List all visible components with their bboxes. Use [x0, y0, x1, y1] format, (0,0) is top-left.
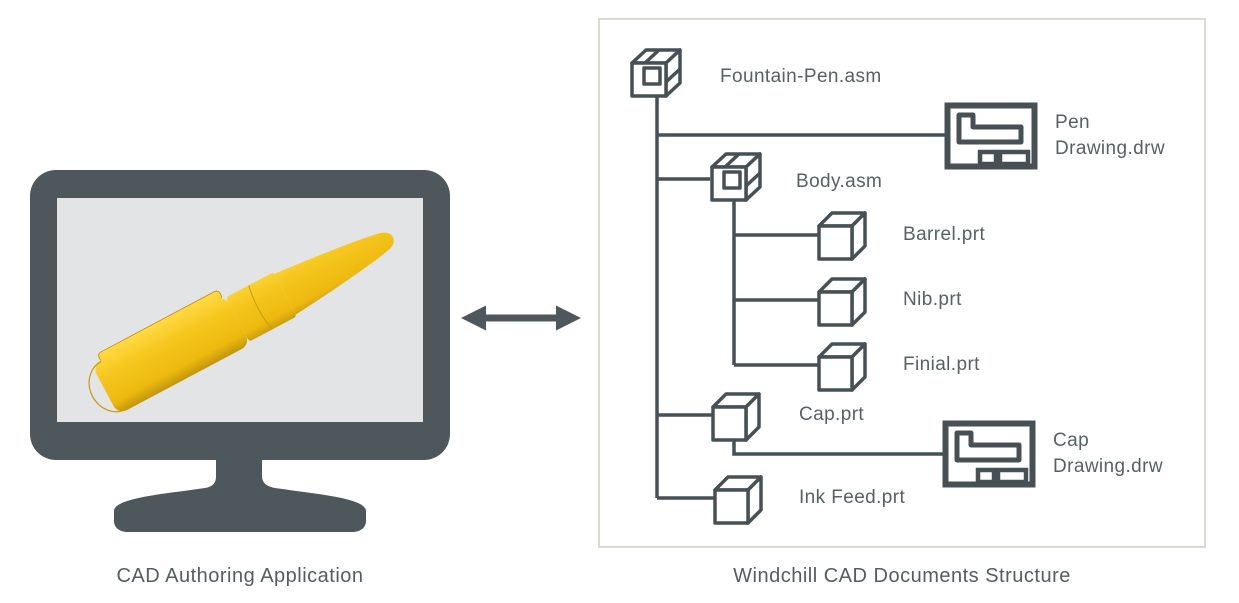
tree-label-ink-feed: Ink Feed.prt: [799, 487, 906, 508]
tree-label-cap-drawing-line1: Cap: [1053, 430, 1090, 451]
double-headed-arrow-icon: [461, 305, 581, 331]
tree-label-body: Body.asm: [796, 171, 883, 192]
pen-body-section: [226, 273, 296, 341]
tree-label-pen-drawing: Pen Drawing.drw: [1055, 110, 1165, 162]
tree-label-pen-drawing-line1: Pen: [1055, 112, 1091, 133]
monitor-icon: [30, 170, 450, 532]
part-cube-icon: [713, 475, 763, 525]
tree-label-pen-drawing-line2: Drawing.drw: [1055, 138, 1165, 159]
windchill-structure-panel: Fountain-Pen.asm Pen Drawing.drw Body.as…: [598, 18, 1206, 548]
tree-label-finial: Finial.prt: [903, 354, 980, 375]
tree-label-cap-drawing: Cap Drawing.drw: [1053, 428, 1163, 480]
caption-windchill-structure: Windchill CAD Documents Structure: [733, 565, 1071, 587]
tree-label-root: Fountain-Pen.asm: [720, 66, 882, 87]
part-cube-icon: [817, 277, 867, 327]
monitor-stand: [114, 458, 366, 532]
pen-cap: [95, 298, 248, 412]
tree-label-nib: Nib.prt: [903, 289, 962, 310]
assembly-cube-icon: [630, 48, 682, 98]
tree-label-cap: Cap.prt: [799, 404, 865, 425]
tree-label-barrel: Barrel.prt: [903, 224, 986, 245]
tree-label-cap-drawing-line2: Drawing.drw: [1053, 456, 1163, 477]
pen-barrel: [274, 232, 394, 315]
drawing-sheet-icon: [944, 102, 1038, 170]
part-cube-icon: [817, 342, 867, 392]
caption-cad-authoring: CAD Authoring Application: [116, 565, 364, 587]
part-cube-icon: [711, 392, 761, 442]
tree-connector-lines: [655, 96, 946, 500]
assembly-cube-icon: [710, 152, 762, 202]
drawing-sheet-icon: [942, 420, 1036, 488]
part-cube-icon: [817, 211, 867, 261]
fountain-pen-3d-model: [88, 232, 394, 413]
